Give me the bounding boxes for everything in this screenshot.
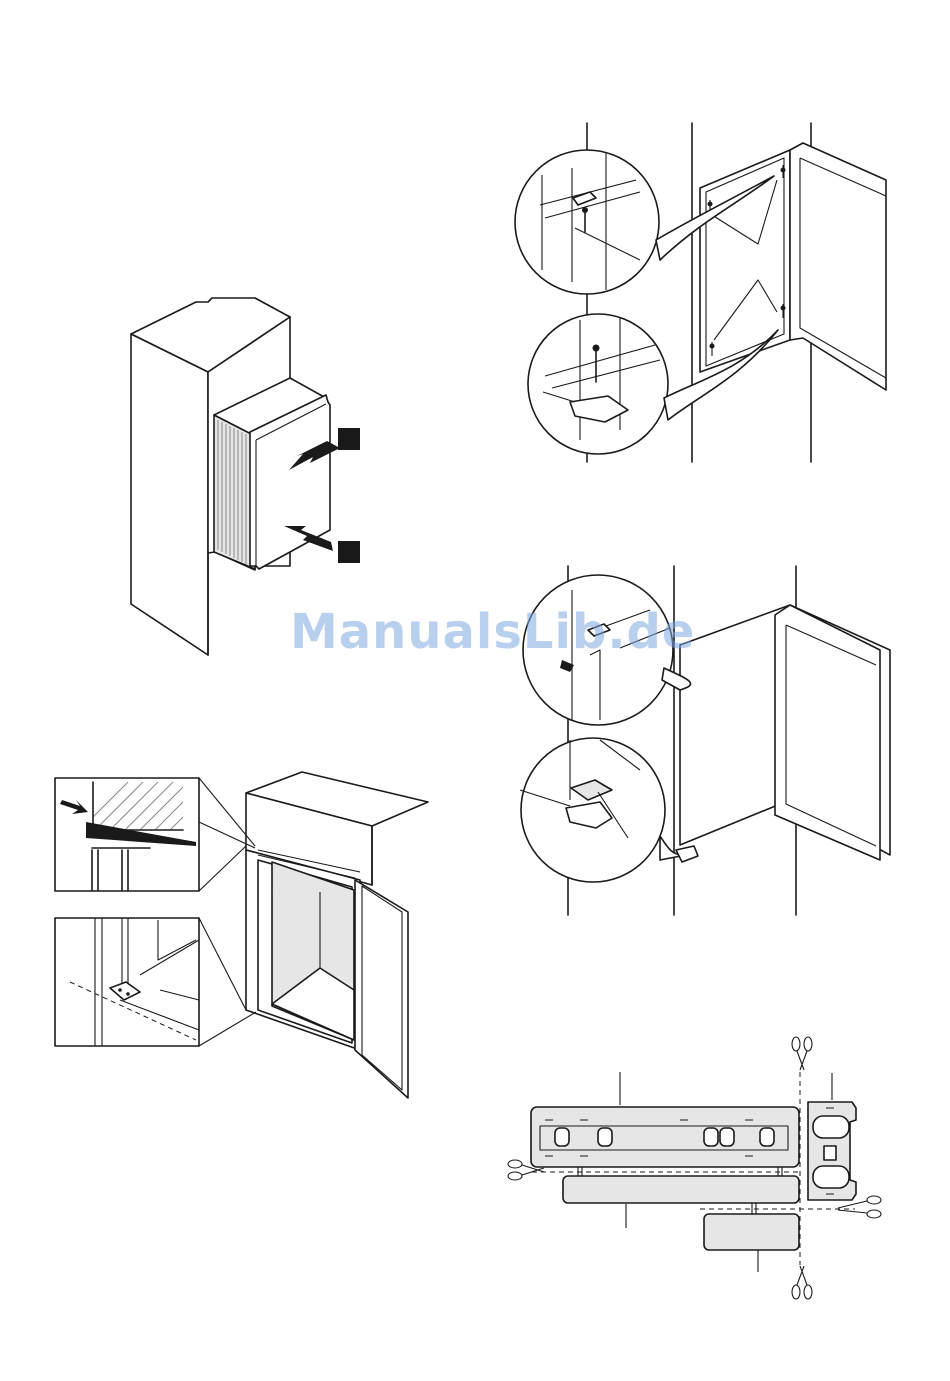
cabinet-figure: [131, 298, 360, 655]
cover-strip-long: [531, 1107, 799, 1167]
watermark-text: ManualsLib.de: [290, 604, 670, 674]
alignment-figure: [55, 772, 428, 1098]
cover-strip-small: [704, 1214, 799, 1250]
screw-mounting-figure: [515, 123, 886, 462]
scissors-icon: [792, 1266, 812, 1299]
cover-strips-figure: [508, 1037, 881, 1299]
bottom-screw-detail-circle: [528, 314, 668, 454]
cover-strip-middle: [563, 1176, 799, 1203]
top-screw-detail-circle: [515, 150, 659, 294]
step-marker-2: [338, 541, 360, 563]
appliance-door-open: [790, 143, 886, 390]
scissors-icon: [792, 1037, 812, 1070]
appliance-door-open: [355, 880, 408, 1098]
step-marker-1: [338, 428, 360, 450]
